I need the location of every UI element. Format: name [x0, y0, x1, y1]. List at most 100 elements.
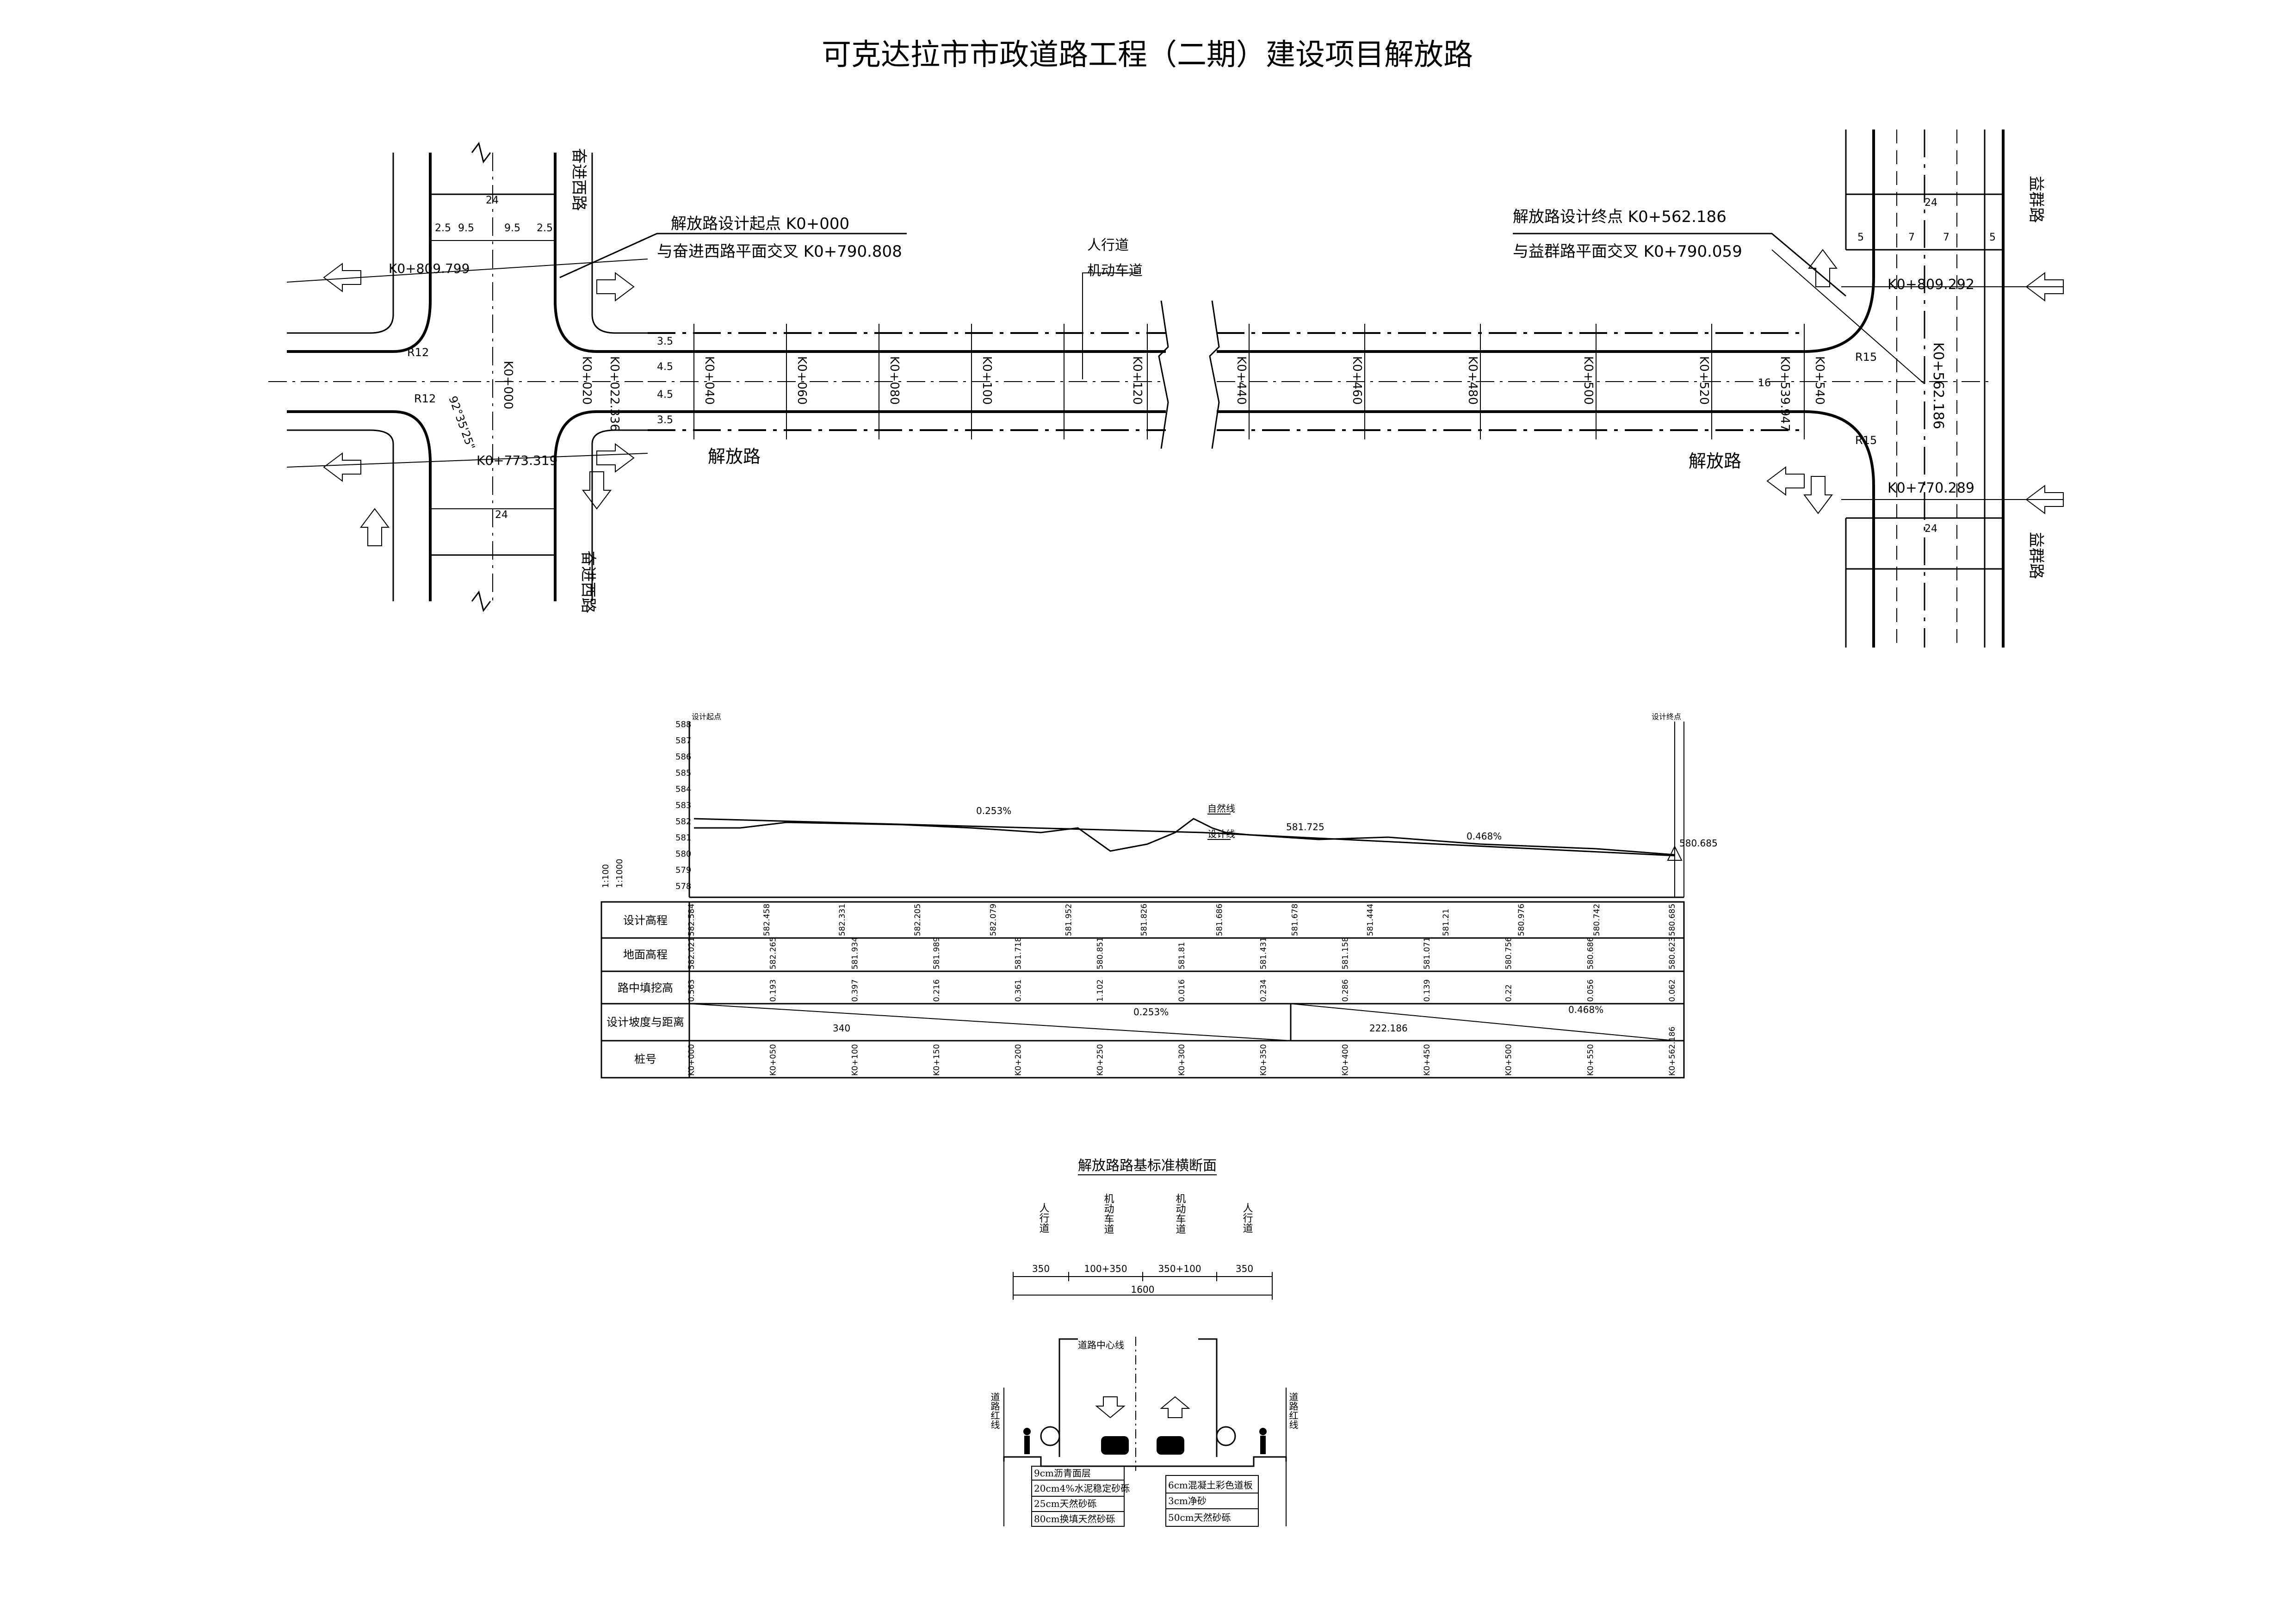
dim-1: 100+350	[1084, 1263, 1127, 1274]
slope-1: 0.253%	[1133, 1006, 1169, 1018]
radius-right-1: R15	[1855, 351, 1877, 364]
right-width-2: 7	[1943, 232, 1949, 243]
design-elev-value: 581.21	[1442, 909, 1451, 936]
ground-elev-value: 580.686	[1586, 937, 1595, 969]
chainage-value: K0+250	[1095, 1044, 1105, 1076]
fill-cut-value: 0.062	[1668, 979, 1677, 1002]
dim-total: 1600	[1131, 1284, 1155, 1295]
design-elev-value: 580.742	[1592, 904, 1602, 936]
chainage-value: K0+350	[1259, 1044, 1269, 1076]
design-elev-value: 581.686	[1215, 904, 1225, 936]
left-intersection	[268, 142, 648, 612]
design-elev-value: 582.584	[687, 904, 696, 936]
right-width-0: 5	[1857, 232, 1864, 243]
end-note-2: 与益群路平面交叉 K0+790.059	[1513, 242, 1742, 261]
fill-cut-value: 0.563	[687, 979, 696, 1002]
grade-label-1: 0.253%	[976, 805, 1011, 816]
scale-v: 1:100	[601, 864, 611, 888]
chainage-value: K0+450	[1423, 1044, 1432, 1076]
centerline-label: 道路中心线	[1078, 1339, 1124, 1351]
ground-elev-value: 581.989	[932, 937, 941, 969]
layer-left-1: 20cm4%水泥稳定砂砾	[1034, 1483, 1130, 1494]
right-station-4: K0+520	[1697, 356, 1711, 405]
right-station-1: K0+460	[1350, 356, 1364, 405]
chainage-value: K0+562.186	[1668, 1026, 1677, 1076]
dim-3: 350	[1236, 1263, 1253, 1274]
section-title: 解放路路基标准横断面	[1078, 1158, 1217, 1174]
cross-road-right-bottom: 益群路	[2027, 532, 2045, 579]
left-width-0: 2.5	[435, 222, 451, 234]
end-note-1: 解放路设计终点 K0+562.186	[1513, 208, 1727, 226]
end-mark: 设计终点	[1652, 712, 1681, 721]
cross-section: 解放路路基标准横断面 人行道 机动车道 机动车道 人行道	[989, 1158, 1299, 1527]
dim-2: 350+100	[1158, 1263, 1201, 1274]
y-tick: 583	[675, 801, 691, 810]
fill-cut-value: 0.216	[932, 979, 941, 1002]
fill-cut-value: 0.286	[1341, 979, 1350, 1002]
lane-sidewalk-right: 人行道	[1241, 1203, 1253, 1233]
fill-cut-value: 0.193	[769, 979, 778, 1002]
plan-view	[268, 130, 2064, 648]
left-station-1: K0+020	[580, 356, 594, 405]
design-elev-value: 582.205	[913, 904, 922, 936]
chainage-value: K0+000	[687, 1044, 696, 1076]
chainage-value: K0+300	[1177, 1044, 1187, 1076]
road-name-left: 解放路	[708, 446, 761, 467]
slope-2: 0.468%	[1568, 1004, 1603, 1015]
ground-elev-value: 581.158	[1341, 937, 1350, 969]
edge-label-right: 道路红线	[1287, 1392, 1299, 1429]
y-tick: 582	[675, 817, 691, 827]
left-station-4: K0+060	[795, 356, 809, 405]
right-station-0: K0+440	[1234, 356, 1248, 405]
dist-2: 222.186	[1369, 1023, 1408, 1034]
right-width-1: 7	[1908, 232, 1915, 243]
y-tick: 586	[675, 752, 691, 762]
y-tick: 580	[675, 849, 691, 859]
legend-sidewalk: 人行道	[1087, 237, 1129, 253]
road-name-right: 解放路	[1689, 451, 1741, 471]
cross-road-right-top: 益群路	[2027, 176, 2045, 223]
main-road-right	[1217, 324, 1989, 439]
ground-elev-value: 581.431	[1259, 937, 1269, 969]
fill-cut-value: 0.22	[1504, 984, 1514, 1002]
left-station-5: K0+080	[887, 356, 901, 405]
pv-elev: 581.725	[1286, 821, 1324, 833]
right-width-3: 5	[1989, 232, 1996, 243]
layer-right-2: 50cm天然砂砾	[1168, 1512, 1231, 1523]
ground-elev-value: 580.623	[1668, 937, 1677, 969]
row-label-design: 设计高程	[623, 914, 668, 927]
row-label-ground: 地面高程	[623, 948, 668, 961]
left-width-5: 24	[495, 509, 508, 521]
design-elev-value: 582.079	[989, 904, 998, 936]
layer-right-0: 6cm混凝土彩色道板	[1168, 1480, 1253, 1491]
fill-cut-value: 1.102	[1095, 979, 1105, 1002]
y-tick: 581	[675, 833, 691, 843]
layer-left-2: 25cm天然砂砾	[1034, 1498, 1097, 1509]
lane-motor-right: 机动车道	[1174, 1193, 1186, 1234]
layer-right-1: 3cm净砂	[1168, 1495, 1207, 1506]
fill-cut-value: 0.397	[850, 979, 860, 1002]
radius-right-2: R15	[1855, 434, 1877, 447]
left-station-6: K0+100	[980, 356, 994, 405]
start-mark: 设计起点	[692, 712, 721, 721]
y-tick: 579	[675, 865, 691, 875]
ground-elev-value: 581.071	[1423, 937, 1432, 969]
chainage-value: K0+050	[769, 1044, 778, 1076]
drawing-title: 可克达拉市市政道路工程（二期）建设项目解放路	[822, 38, 1473, 72]
chainage-value: K0+100	[850, 1044, 860, 1076]
design-elev-value: 580.685	[1668, 904, 1677, 936]
design-label: 设计线	[1207, 828, 1235, 839]
right-station-7: K0+562.186	[1930, 342, 1946, 429]
start-note-1: 解放路设计起点 K0+000	[671, 215, 849, 233]
longitudinal-profile: 588 587 586 585 584 583 582 581 580 579 …	[600, 712, 1718, 1079]
end-elev: 580.685	[1679, 838, 1718, 849]
ground-elev-value: 581.718	[1014, 937, 1023, 969]
design-elev-value: 582.331	[838, 904, 847, 936]
fill-cut-value: 0.234	[1259, 979, 1269, 1002]
design-elev-value: 581.444	[1366, 904, 1375, 936]
grade-label-2: 0.468%	[1467, 831, 1502, 842]
scale-h: 1:1000	[615, 859, 625, 888]
left-width-4: 24	[486, 195, 499, 206]
right-station-2: K0+480	[1466, 356, 1479, 405]
